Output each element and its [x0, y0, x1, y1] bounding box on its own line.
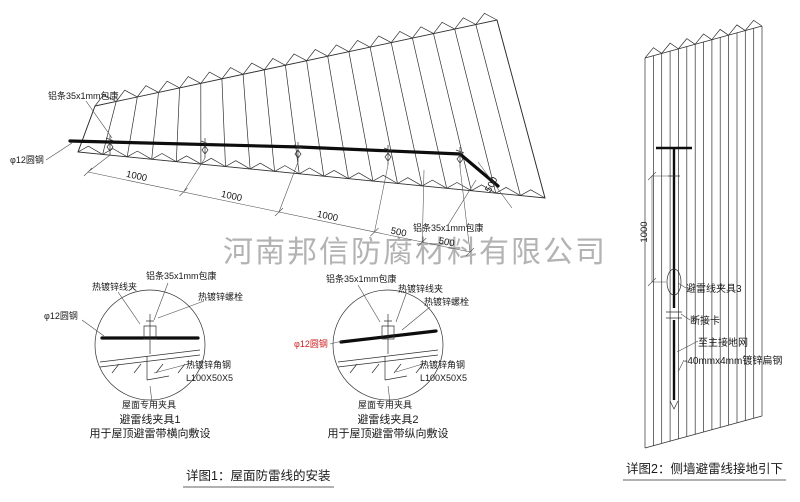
- wall-clamp-detail-ellipse: [666, 268, 682, 296]
- detail2-circle: [332, 289, 444, 401]
- detail1-label-angle-steel: 热镀锌角钢: [186, 359, 231, 370]
- wall-corrugation-ribs: [653, 28, 755, 446]
- detail2-label-round-steel: φ12圆钢: [294, 338, 328, 349]
- detail-circle-1: 热镀锌线夹 铝条35x1mm包康 热镀锌螺栓 φ12圆钢 热镀锌角钢 L100X…: [44, 270, 243, 440]
- label-flat-steel: -40mmx4mm镀锌扁钢: [684, 354, 782, 367]
- dim-spacing-1: 1000: [125, 169, 148, 184]
- detail1-label-wire-clamp: 热镀锌线夹: [92, 281, 137, 292]
- dim-spacing-3: 1000: [316, 209, 339, 224]
- detail2-label-angle-spec: L100X50X5: [420, 373, 467, 383]
- disconnect-joint-marks: [666, 175, 682, 410]
- label-aluminum-strip-bottom: 铝条35x1mm包康: [413, 222, 484, 233]
- company-watermark: 河南邦信防腐材料有限公司: [223, 236, 607, 269]
- dimension-ticks-and-extensions: [83, 154, 475, 257]
- label-aluminum-strip-top: 铝条35x1mm包康: [48, 90, 119, 101]
- caption-detail2: 详图2：侧墙避雷线接地引下: [626, 461, 783, 476]
- wall-corrugation-profile: [644, 19, 763, 59]
- dim-spacing-2: 1000: [220, 189, 243, 204]
- detail1-subtitle: 用于屋顶避雷带横向敷设: [90, 426, 211, 440]
- detail2-label-strip: 铝条35x1mm包康: [326, 273, 397, 284]
- detail1-label-round-steel: φ12圆钢: [44, 310, 78, 321]
- detail1-label-angle-spec: L100X50X5: [186, 373, 233, 383]
- detail2-label-angle-steel: 热镀锌角钢: [420, 359, 465, 370]
- wall-down-conductor: [656, 146, 692, 400]
- label-clamp3: 避雷线夹具3: [686, 282, 742, 295]
- roof-corrugation-ribs: [77, 19, 546, 199]
- wall-leader-lines: [676, 282, 699, 373]
- wall-dim-1000: 1000: [639, 221, 650, 242]
- label-disconnect-card: 断接卡: [690, 314, 720, 327]
- detail-circle-2: 铝条35x1mm包康 热镀锌线夹 热镀锌螺栓 φ12圆钢 热镀锌角钢 L100X…: [294, 273, 469, 440]
- detail1-label-roof-clamp: 屋面专用夹具: [122, 399, 176, 410]
- detail2-leader-lines: [329, 284, 431, 403]
- detail2-subtitle: 用于屋顶避雷带纵向敷设: [328, 426, 449, 440]
- detail1-title: 避雷线夹具1: [119, 412, 180, 426]
- lightning-conductor-line: [68, 139, 500, 188]
- wall-dimension-line: [647, 171, 672, 287]
- detail2-label-roof-clamp: 屋面专用夹具: [358, 399, 412, 410]
- detail1-label-strip: 铝条35x1mm包康: [146, 270, 217, 281]
- roof-leader-lines: [45, 100, 477, 226]
- detail1-circle: [94, 289, 206, 401]
- dim-spacing-5: 500: [438, 236, 456, 250]
- offset-dimension-line: [477, 161, 513, 209]
- roof-corrugation-profile: [77, 12, 546, 199]
- label-round-steel-main: φ12圆钢: [10, 154, 44, 165]
- detail1-clamp-parts: [99, 314, 201, 381]
- detail2-label-bolt: 热镀锌螺栓: [424, 296, 469, 307]
- conductor-clamp-marks: [105, 135, 465, 167]
- roof-isometric-view: 1000 1000 1000 500 500 500 铝条35x1mm包康 φ1…: [10, 12, 546, 257]
- caption-detail1: 详图1：屋面防雷线的安装: [186, 468, 330, 483]
- label-to-main-grid: 至主接地网: [698, 336, 748, 349]
- detail1-leader-lines: [81, 282, 205, 403]
- detail2-title: 避雷线夹具2: [357, 412, 418, 426]
- detail2-label-wire-clamp: 热镀锌线夹: [398, 283, 443, 294]
- detail1-label-bolt: 热镀锌螺栓: [198, 291, 243, 302]
- detail2-clamp-parts: [337, 314, 439, 381]
- side-wall-view: 1000 避雷线夹具3 断接卡 至主接地网 -40mmx4mm镀锌扁钢: [639, 19, 782, 449]
- dim-spacing-4: 500: [390, 226, 408, 240]
- detail2-conductor: [339, 329, 438, 344]
